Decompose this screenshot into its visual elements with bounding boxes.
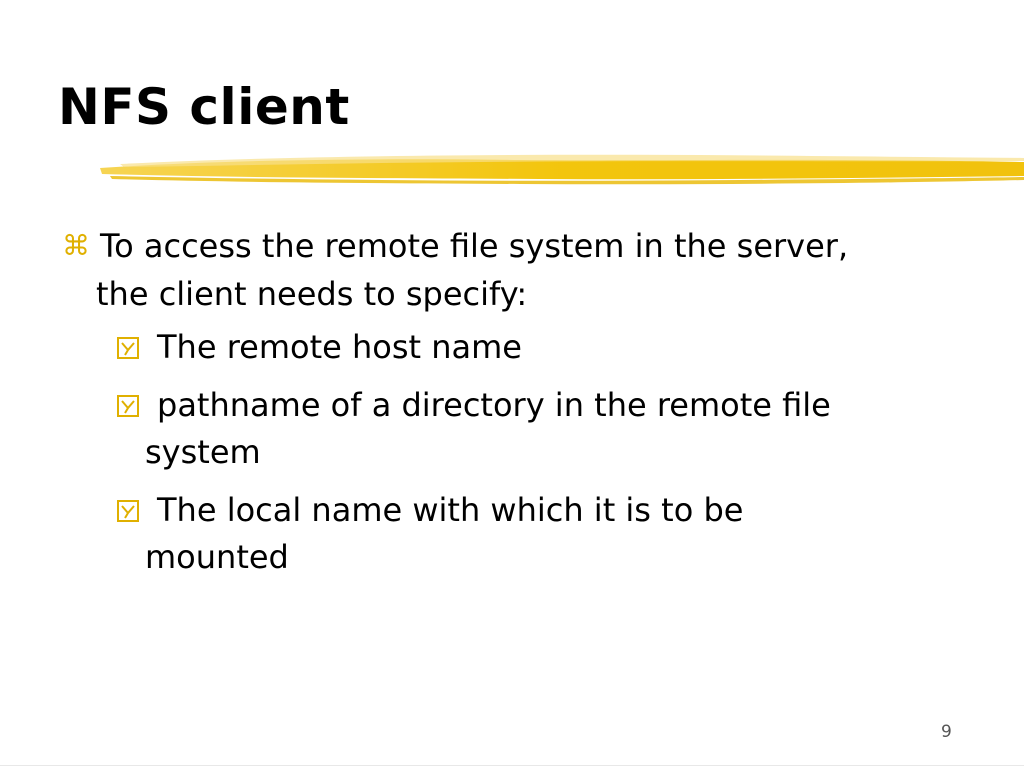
- sub-bullet-line2: mounted: [145, 538, 289, 576]
- bottom-divider: [0, 765, 1024, 766]
- brush-stroke-underline: [100, 154, 1024, 185]
- sub-bullet: The remote host name: [117, 324, 917, 371]
- sub-bullet-line2: system: [145, 433, 261, 471]
- sub-bullet-line1: pathname of a directory in the remote fi…: [157, 386, 831, 424]
- bullet-main-line2: the client needs to specify:: [96, 275, 528, 313]
- bullet-main-text: To access the remote file system in the …: [62, 222, 962, 318]
- checkbox-y-icon: [117, 395, 139, 417]
- page-number: 9: [941, 722, 952, 742]
- checkbox-y-icon: [117, 337, 139, 359]
- sub-bullet-text: pathname of a directory in the remote fi…: [117, 382, 917, 476]
- slide-title: NFS client: [58, 78, 350, 136]
- sub-bullet-text: The remote host name: [117, 324, 917, 371]
- checkbox-y-icon: [117, 500, 139, 522]
- sub-bullet-text: The local name with which it is to be mo…: [117, 487, 917, 581]
- sub-bullet: pathname of a directory in the remote fi…: [117, 382, 917, 476]
- bullet-main-line1: To access the remote file system in the …: [100, 227, 849, 265]
- sub-bullet-line1: The local name with which it is to be: [157, 491, 744, 529]
- sub-bullet: The local name with which it is to be mo…: [117, 487, 917, 581]
- command-key-icon: ⌘: [62, 229, 90, 262]
- sub-bullet-line1: The remote host name: [157, 328, 522, 366]
- bullet-main: ⌘ To access the remote file system in th…: [62, 222, 962, 318]
